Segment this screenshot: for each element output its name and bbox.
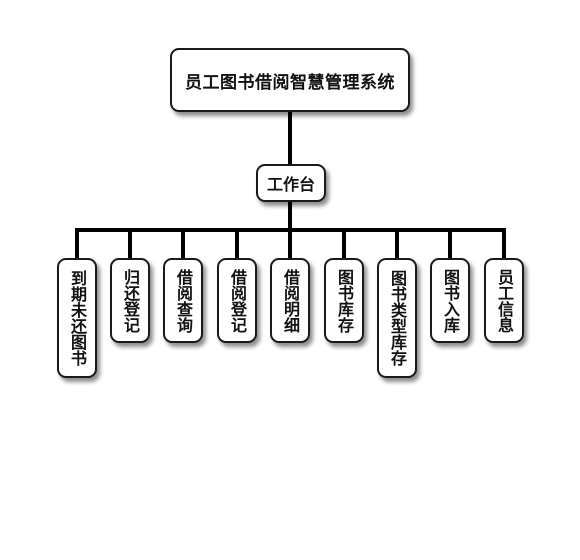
- leaf-node-overdue-books: 到期未还图书: [57, 258, 97, 378]
- leaf-node-label: 图书入库: [441, 268, 460, 333]
- workbench-node-label: 工作台: [266, 175, 315, 194]
- leaf-node-label: 归还登记: [121, 268, 140, 333]
- leaf-node-label: 员工信息: [495, 268, 514, 333]
- leaf-node-label: 借阅明细: [281, 268, 300, 333]
- connector-root-to-middle: [288, 112, 292, 164]
- connector-leaf-drop: [448, 230, 452, 258]
- leaf-node-employee-info: 员工信息: [484, 258, 524, 343]
- connector-leaf-drop: [288, 230, 292, 258]
- leaf-node-book-inventory: 图书库存: [324, 258, 364, 343]
- leaf-node-label: 图书库存: [335, 268, 354, 333]
- leaf-node-label: 借阅登记: [228, 268, 247, 333]
- root-node-label: 员工图书借阅智慧管理系统: [185, 72, 395, 93]
- connector-leaf-drop: [235, 230, 239, 258]
- leaf-node-borrow-query: 借阅查询: [163, 258, 203, 343]
- connector-leaf-drop: [395, 230, 399, 258]
- connector-middle-to-bus: [288, 202, 292, 230]
- leaf-node-borrow-details: 借阅明细: [270, 258, 310, 343]
- leaf-node-book-stock-in: 图书入库: [430, 258, 470, 343]
- connector-leaf-drop: [75, 230, 79, 258]
- connector-leaf-drop: [502, 230, 506, 258]
- leaf-node-label: 借阅查询: [174, 268, 193, 333]
- workbench-node: 工作台: [256, 164, 326, 202]
- leaf-node-label: 到期未还图书: [68, 270, 87, 366]
- connector-leaf-drop: [128, 230, 132, 258]
- leaf-node-return-registration: 归还登记: [110, 258, 150, 343]
- connector-leaf-drop: [181, 230, 185, 258]
- leaf-node-label: 图书类型库存: [388, 270, 407, 366]
- leaf-node-book-type-inventory: 图书类型库存: [377, 258, 417, 378]
- connector-leaf-drop: [342, 230, 346, 258]
- leaf-node-borrow-registration: 借阅登记: [217, 258, 257, 343]
- root-node: 员工图书借阅智慧管理系统: [170, 48, 410, 112]
